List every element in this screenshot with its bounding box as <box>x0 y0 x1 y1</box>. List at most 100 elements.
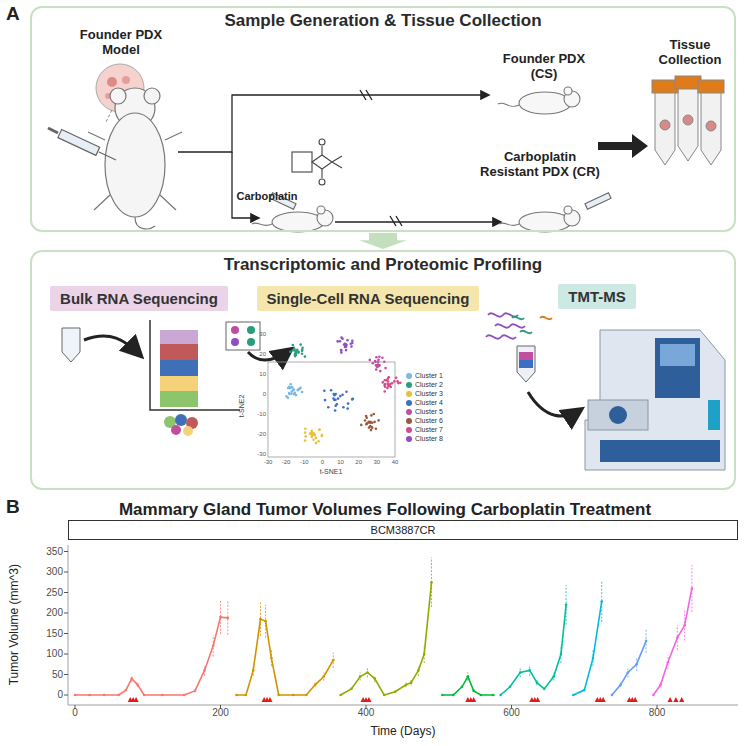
data-point <box>88 694 91 697</box>
error-bar <box>367 667 368 677</box>
data-point <box>572 694 575 697</box>
art-shape <box>231 338 239 346</box>
scatter-dot <box>289 351 292 354</box>
tick-label: -10 <box>248 411 266 418</box>
error-bar <box>260 602 261 635</box>
data-point <box>659 683 662 686</box>
scatter-dot <box>295 354 298 357</box>
art-shape <box>171 425 181 435</box>
legend-swatch <box>406 409 412 415</box>
node-text: Bulk RNA Sequencing <box>60 290 218 307</box>
data-point <box>565 604 568 607</box>
art-shape <box>183 426 193 436</box>
data-point <box>652 694 655 697</box>
art-shape <box>99 152 116 160</box>
data-point <box>226 617 229 620</box>
data-point <box>645 640 648 643</box>
scatter-dot <box>351 339 354 342</box>
scatter-dot <box>342 406 345 409</box>
tmt-ms-illustration <box>486 313 725 470</box>
scatter-dot <box>301 347 304 350</box>
scatter-dot <box>383 361 386 364</box>
error-bar <box>636 657 637 671</box>
art-shape <box>107 77 117 87</box>
legend-swatch <box>406 391 412 397</box>
data-point <box>245 694 248 697</box>
scatter-dot <box>384 379 387 382</box>
art-shape <box>519 212 571 232</box>
scatter-dot <box>368 426 371 429</box>
scatter-dot <box>340 349 343 352</box>
legend-swatch <box>406 400 412 406</box>
scatter-dot <box>384 385 387 388</box>
scatter-dot <box>301 352 304 355</box>
art-shape <box>160 360 198 376</box>
growth-curve <box>442 677 493 696</box>
data-point <box>405 683 408 686</box>
legend-text: Cluster 3 <box>415 390 443 397</box>
art-shape <box>498 103 519 106</box>
data-point <box>583 689 586 692</box>
tick-label: 250 <box>30 587 63 598</box>
scatter-dot <box>368 421 371 424</box>
legend-swatch <box>406 427 412 433</box>
legend-swatch <box>406 436 412 442</box>
scatter-dot <box>384 367 387 370</box>
error-bar <box>360 672 361 680</box>
scatter-dot <box>301 391 304 394</box>
scatter-dot <box>339 340 342 343</box>
scatter-dot <box>346 407 349 410</box>
data-point <box>467 675 470 678</box>
error-bar <box>265 605 266 637</box>
data-point <box>600 600 603 603</box>
scatter-dot <box>321 435 324 438</box>
art-shape <box>319 139 325 145</box>
scatter-dot <box>304 439 307 442</box>
facet-strip: BCM3887CR <box>68 520 738 540</box>
art-shape <box>160 344 198 360</box>
art-shape <box>564 87 572 95</box>
art-shape <box>517 346 535 382</box>
art-shape <box>84 336 140 355</box>
art-shape <box>512 317 532 334</box>
art-shape <box>486 313 525 338</box>
scatter-dot <box>377 365 380 368</box>
scatter-dot <box>296 349 299 352</box>
scatter-dot <box>312 439 315 442</box>
art-shape <box>588 400 648 430</box>
art-shape <box>268 362 395 457</box>
data-point <box>332 659 335 662</box>
scatter-dot <box>294 392 297 395</box>
art-shape <box>706 121 716 131</box>
art-shape <box>160 330 198 344</box>
legend-text: Cluster 5 <box>415 408 443 415</box>
scatter-dot <box>387 380 390 383</box>
art-shape <box>585 193 611 209</box>
data-point <box>125 689 128 692</box>
error-bar <box>431 557 432 607</box>
data-point <box>130 677 133 680</box>
scatter-dot <box>310 429 313 432</box>
data-point <box>441 694 444 697</box>
tick-label: 20 <box>248 351 266 358</box>
legend-swatch <box>406 382 412 388</box>
scatter-dot <box>343 343 346 346</box>
data-point <box>103 694 106 697</box>
syringe <box>48 128 116 160</box>
tick-label: -20 <box>276 459 296 466</box>
dose-marker <box>601 697 606 702</box>
scatter-dot <box>318 428 321 431</box>
data-point <box>611 694 614 697</box>
tick <box>64 695 68 696</box>
axis-line <box>68 705 738 706</box>
dose-marker <box>667 697 672 702</box>
art-shape <box>135 217 155 229</box>
scatter-dot <box>387 377 390 380</box>
scatter-dot <box>379 370 382 373</box>
scatter-dot <box>318 429 321 432</box>
art-shape <box>248 350 290 360</box>
art-shape <box>160 376 198 391</box>
tick-label: -30 <box>248 451 266 458</box>
tick-label: -10 <box>294 459 314 466</box>
